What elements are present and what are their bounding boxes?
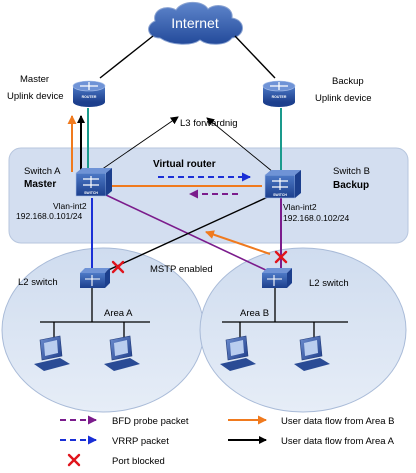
area-b-label: Area B (240, 308, 269, 319)
pc-icon-b2[interactable] (294, 335, 330, 371)
link-cloud-master (99, 35, 154, 79)
pc-icon-b1[interactable] (220, 335, 256, 371)
switch-a-badge: SWITCH (84, 191, 98, 195)
l3-forwarding-label: L3 forwardnig (180, 118, 238, 129)
pc-icon-a1[interactable] (34, 335, 70, 371)
l2-switch-left-label: L2 switch (18, 277, 58, 288)
backup-router-icon[interactable]: ROUTER (262, 80, 296, 107)
switch-a-iface: Vlan-int2 (53, 201, 87, 211)
switch-a-icon[interactable]: SWITCH (75, 168, 112, 197)
legend-flow-a: User data flow from Area A (281, 436, 395, 447)
backup-router-label-1: Backup (332, 76, 364, 87)
l2-switch-right-label: L2 switch (309, 278, 349, 289)
port-blocked-left (111, 260, 125, 274)
area-b-region (199, 247, 407, 413)
backup-router-label-2: Uplink device (315, 93, 372, 104)
area-b-bus (222, 288, 348, 338)
l2-switch-left-icon[interactable] (80, 268, 110, 288)
internet-cloud: Internet (148, 1, 243, 45)
switch-a-name: Switch A (24, 166, 61, 177)
pc-icon-a2[interactable] (104, 335, 140, 371)
switch-b-icon[interactable]: SWITCH (264, 170, 301, 199)
l3-arrow-left (97, 116, 179, 173)
master-router-label-1: Master (20, 74, 49, 85)
legend-blocked: Port blocked (112, 456, 165, 467)
l3-arrow-right (206, 117, 274, 173)
legend: BFD probe packet VRRP packet Port blocke… (60, 415, 395, 467)
switch-b-name: Switch B (333, 166, 370, 177)
l2-switch-right-icon[interactable] (262, 268, 292, 288)
switch-b-iface: Vlan-int2 (283, 202, 317, 212)
virtual-router-label: Virtual router (153, 159, 216, 170)
link-switch-b-l2-left (103, 195, 271, 273)
master-router-label-2: Uplink device (7, 91, 64, 102)
switch-b-badge: SWITCH (273, 193, 287, 197)
backup-router-badge: ROUTER (272, 95, 287, 99)
switch-a-ip: 192.168.0.101/24 (16, 211, 82, 221)
area-a-label: Area A (104, 308, 133, 319)
legend-vrrp: VRRP packet (112, 436, 169, 447)
mstp-label: MSTP enabled (150, 264, 213, 275)
switch-a-role: Master (24, 179, 56, 190)
master-router-icon[interactable]: ROUTER (72, 80, 106, 107)
legend-bfd: BFD probe packet (112, 416, 189, 427)
port-blocked-right (274, 250, 288, 264)
switch-b-ip: 192.168.0.102/24 (283, 213, 349, 223)
area-a-bus (40, 288, 150, 338)
flow-area-b-cross (205, 230, 271, 255)
link-cloud-backup (234, 35, 276, 79)
master-router-badge: ROUTER (82, 95, 97, 99)
switch-b-role: Backup (333, 180, 369, 191)
internet-label: Internet (171, 15, 219, 31)
legend-flow-b: User data flow from Area B (281, 416, 395, 427)
